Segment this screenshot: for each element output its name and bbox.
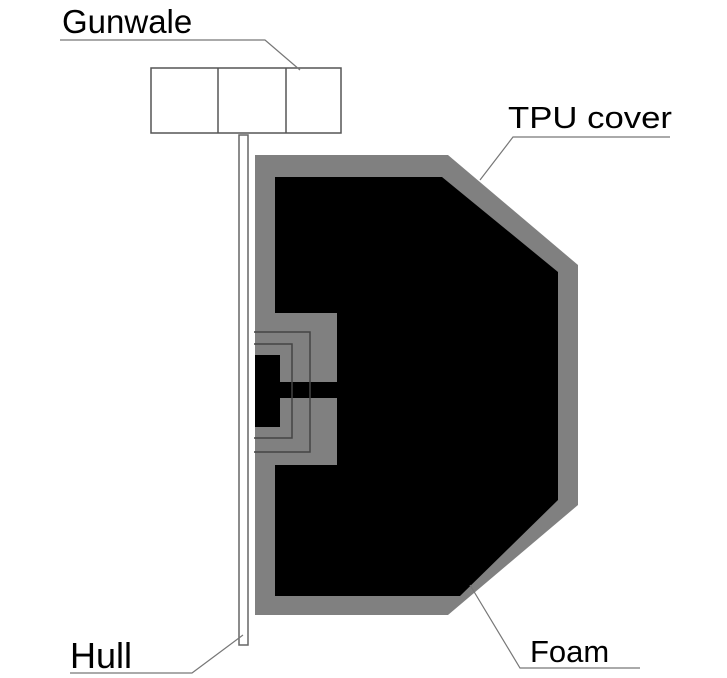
foam-leader — [469, 584, 640, 669]
hull-plate — [238, 134, 249, 646]
gunwale-leader — [60, 39, 301, 71]
foam-label: Foam — [530, 634, 609, 669]
gunwale-label: Gunwale — [62, 3, 192, 40]
mounting-bracket — [254, 331, 311, 453]
tpu-cover-leader — [479, 136, 670, 181]
hull-label: Hull — [70, 635, 132, 676]
tpu-cover-label: TPU cover — [508, 100, 672, 135]
hull-leader — [70, 634, 244, 674]
leader-lines — [60, 39, 670, 674]
gunwale — [150, 67, 342, 134]
foam — [255, 177, 558, 596]
